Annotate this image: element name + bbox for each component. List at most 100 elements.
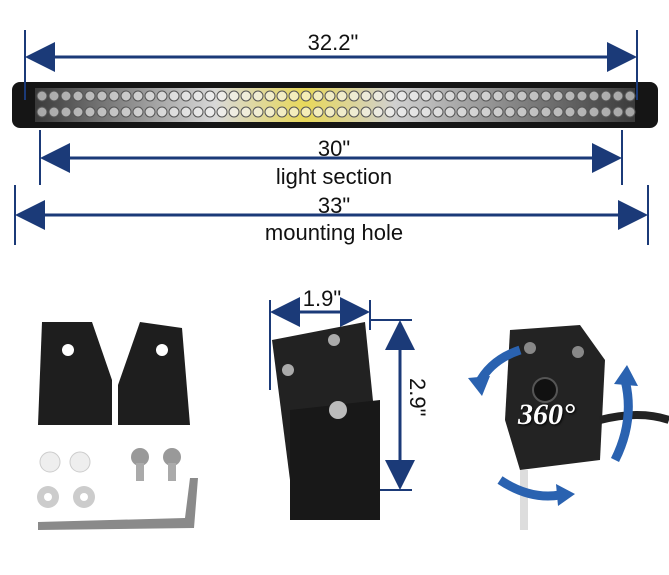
led-icon — [468, 90, 480, 102]
led-icon — [348, 106, 360, 118]
led-icon — [480, 106, 492, 118]
rotation-view — [468, 325, 669, 530]
led-icon — [552, 90, 564, 102]
led-icon — [372, 106, 384, 118]
led-icon — [456, 90, 468, 102]
led-icon — [540, 106, 552, 118]
overall-length-label: 32.2" — [307, 30, 359, 55]
led-icon — [396, 106, 408, 118]
led-icon — [216, 90, 228, 102]
led-icon — [276, 106, 288, 118]
led-icon — [420, 90, 432, 102]
led-icon — [516, 90, 528, 102]
led-icon — [612, 106, 624, 118]
led-icon — [192, 106, 204, 118]
led-icon — [552, 106, 564, 118]
led-icon — [48, 106, 60, 118]
led-icon — [132, 106, 144, 118]
led-icon — [516, 106, 528, 118]
led-icon — [96, 106, 108, 118]
led-icon — [480, 90, 492, 102]
led-icon — [396, 90, 408, 102]
led-icon — [372, 90, 384, 102]
led-icon — [288, 106, 300, 118]
led-icon — [180, 90, 192, 102]
led-icon — [156, 106, 168, 118]
light-section-caption: light section — [275, 164, 393, 189]
led-icon — [264, 106, 276, 118]
led-icon — [264, 90, 276, 102]
led-icon — [216, 106, 228, 118]
led-icon — [588, 106, 600, 118]
led-icon — [336, 106, 348, 118]
led-icon — [180, 106, 192, 118]
light-section-length-label: 30" — [317, 136, 351, 161]
led-icon — [240, 106, 252, 118]
led-icon — [492, 106, 504, 118]
led-icon — [312, 90, 324, 102]
led-icon — [468, 106, 480, 118]
led-icon — [204, 90, 216, 102]
led-icon — [108, 90, 120, 102]
led-icon — [624, 106, 636, 118]
led-icon — [624, 90, 636, 102]
led-icon — [384, 90, 396, 102]
light-bar — [12, 82, 658, 128]
led-icon — [324, 90, 336, 102]
mounting-hole-length-label: 33" — [317, 193, 351, 218]
led-icon — [300, 90, 312, 102]
led-icon — [36, 90, 48, 102]
led-icon — [588, 90, 600, 102]
led-icon — [600, 106, 612, 118]
led-icon — [228, 106, 240, 118]
led-icon — [336, 90, 348, 102]
led-icon — [96, 90, 108, 102]
led-icon — [228, 90, 240, 102]
mounting-brackets — [38, 322, 190, 425]
led-icon — [564, 106, 576, 118]
led-icon — [288, 90, 300, 102]
led-icon — [192, 90, 204, 102]
led-icon — [168, 90, 180, 102]
led-icon — [504, 90, 516, 102]
led-icon — [360, 90, 372, 102]
led-icon — [504, 106, 516, 118]
led-icon — [408, 90, 420, 102]
led-icon — [72, 106, 84, 118]
led-icon — [576, 90, 588, 102]
led-icon — [156, 90, 168, 102]
led-icon — [252, 106, 264, 118]
led-icon — [420, 106, 432, 118]
led-icon — [492, 90, 504, 102]
led-icon — [528, 90, 540, 102]
rotation-label: 360° — [518, 398, 575, 431]
led-icon — [168, 106, 180, 118]
led-icon — [576, 106, 588, 118]
led-icon — [84, 106, 96, 118]
led-icon — [564, 90, 576, 102]
led-icon — [408, 106, 420, 118]
led-icon — [120, 90, 132, 102]
bracket-side-view — [272, 322, 380, 520]
led-icon — [132, 90, 144, 102]
led-icon — [432, 90, 444, 102]
led-icon — [444, 90, 456, 102]
led-icon — [144, 90, 156, 102]
led-icon — [528, 106, 540, 118]
led-icon — [72, 90, 84, 102]
led-icon — [48, 90, 60, 102]
led-icon — [612, 90, 624, 102]
led-icon — [84, 90, 96, 102]
mounting-hole-caption: mounting hole — [264, 220, 404, 245]
led-icon — [252, 90, 264, 102]
led-icon — [144, 106, 156, 118]
bracket-width-label: 1.9" — [302, 286, 342, 311]
hardware-kit — [37, 448, 198, 530]
led-icon — [300, 106, 312, 118]
led-icon — [312, 106, 324, 118]
led-icon — [360, 106, 372, 118]
led-icon — [120, 106, 132, 118]
led-icon — [540, 90, 552, 102]
led-icon — [60, 90, 72, 102]
led-icon — [600, 90, 612, 102]
